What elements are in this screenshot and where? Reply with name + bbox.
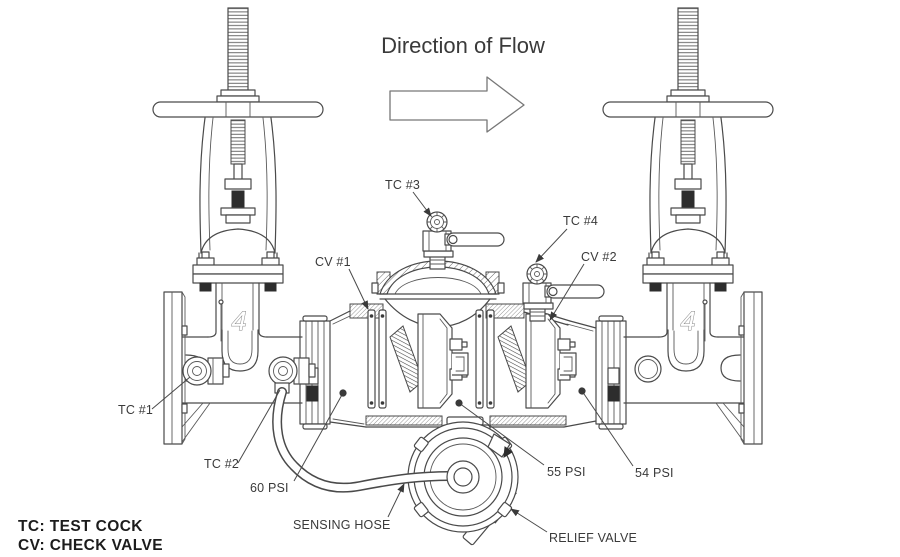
tc1-label: TC #1 [118,403,153,417]
psi55-leader-line [455,399,545,466]
test-cock-4 [522,263,605,322]
cv1-leader-line [348,268,369,310]
tc4-label: TC #4 [563,214,598,228]
tc4-leader-line [535,228,568,263]
tc3-label: TC #3 [385,178,420,192]
test-cock-1 [182,356,230,386]
tc2-label: TC #2 [204,457,239,471]
tc1-leader-line [151,376,191,410]
psi54-label: 54 PSI [635,466,674,480]
valve-size-mark-left: 4 [231,306,246,336]
check-valve-2 [475,309,577,409]
tc2-leader-line [237,389,281,464]
legend-test-cock: TC: TEST COCK [18,518,143,535]
tc3-leader-line [412,191,432,217]
hose-center-fitting [446,460,480,494]
sensing-hose-leader-line [387,483,405,518]
cv1-label: CV #1 [315,255,351,269]
plugged-boss-ring [638,359,658,379]
grooved-coupling-right [595,315,627,430]
check-access-dome [371,260,505,300]
psi55-label: 55 PSI [547,465,586,479]
relief-valve-label: RELIEF VALVE [549,531,637,545]
gate-valve-outlet [602,7,774,445]
psi54-leader-line [578,387,634,467]
legend-check-valve: CV: CHECK VALVE [18,537,163,554]
psi60-leader-line [293,389,347,482]
cv2-leader-line [549,263,585,321]
leader-lines [151,191,634,533]
sensing-hose [272,387,480,494]
test-cock-3 [422,211,505,270]
diagram-title: Direction of Flow [381,33,545,58]
valve-size-mark-right: 4 [680,306,695,336]
relief-valve-leader-line [510,508,548,533]
sensing-hose-label: SENSING HOSE [293,518,391,532]
flow-direction-arrow [389,76,525,133]
psi60-label: 60 PSI [250,481,289,495]
test-cock-2 [268,356,316,386]
cv2-label: CV #2 [581,250,617,264]
